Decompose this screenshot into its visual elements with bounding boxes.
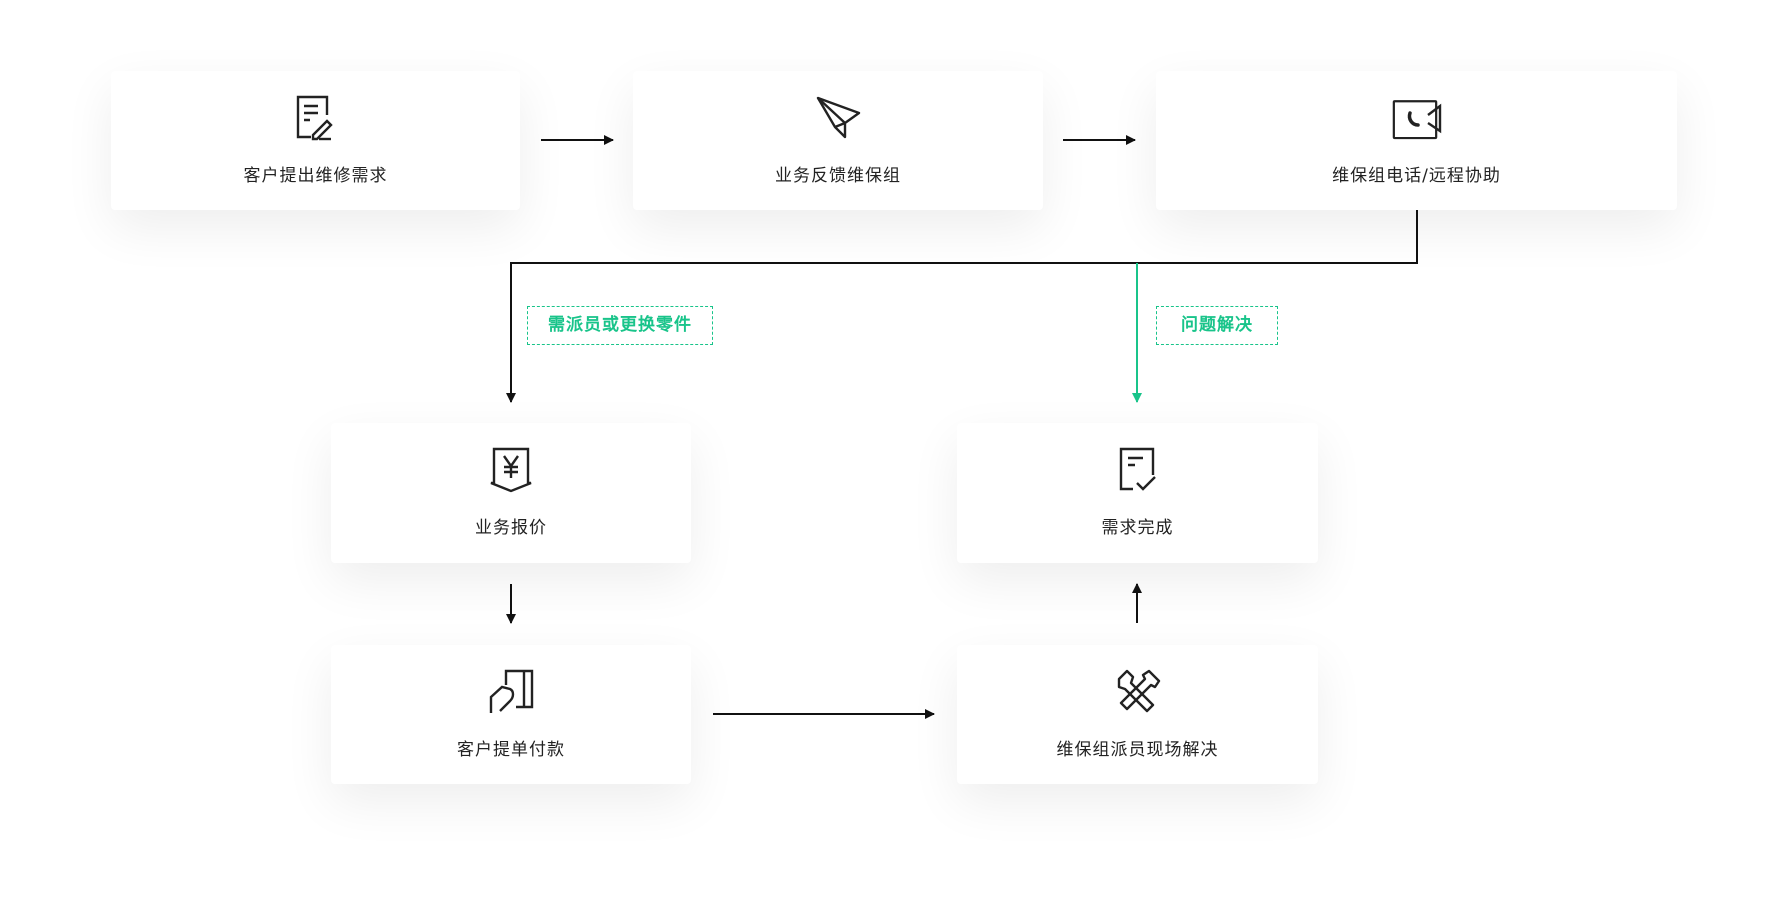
step-feedback: 业务反馈维保组 (633, 71, 1043, 210)
branch-label-solved: 问题解决 (1156, 306, 1278, 345)
step-quote: 业务报价 (331, 423, 691, 563)
step-remote: 维保组电话/远程协助 (1156, 71, 1677, 210)
step-label: 维保组电话/远程协助 (1332, 166, 1501, 186)
step-label: 业务报价 (475, 518, 547, 538)
yen-price-icon (490, 447, 532, 493)
branch-text: 问题解决 (1181, 315, 1253, 335)
document-check-icon (1119, 447, 1156, 491)
step-label: 客户提单付款 (457, 740, 565, 760)
step-label: 需求完成 (1101, 518, 1174, 538)
step-onsite: 维保组派员现场解决 (957, 645, 1318, 784)
step-label: 维保组派员现场解决 (1056, 740, 1219, 760)
step-request: 客户提出维修需求 (111, 71, 520, 210)
hand-card-icon (489, 669, 534, 713)
edit-document-icon (296, 95, 333, 141)
branch-label-dispatch: 需派员或更换零件 (527, 306, 713, 345)
branch-text: 需派员或更换零件 (548, 315, 692, 335)
tools-icon (1117, 669, 1160, 713)
step-done: 需求完成 (957, 423, 1318, 563)
arrow-remote-to-quote (506, 210, 1418, 403)
step-label: 业务反馈维保组 (775, 166, 901, 186)
video-call-icon (1392, 100, 1441, 140)
step-payment: 客户提单付款 (331, 645, 691, 784)
paper-plane-icon (816, 96, 861, 139)
step-label: 客户提出维修需求 (243, 166, 388, 186)
